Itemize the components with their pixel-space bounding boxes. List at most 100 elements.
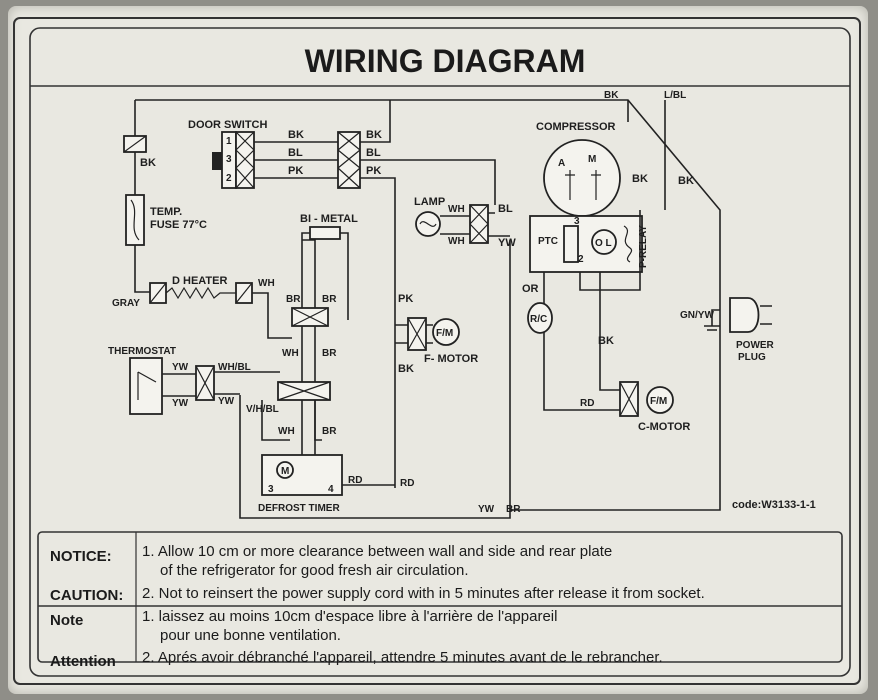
top-wire [135,99,721,511]
thermostat [129,357,163,415]
ptc [563,225,579,263]
d-heater-label: D HEATER [172,275,227,287]
outer-frame [13,17,861,685]
notice-line-1: 1. Allow 10 cm or more clearance between… [142,543,612,560]
note-label: Note [50,612,83,629]
svg-text:BR: BR [322,348,337,359]
lamp-label: LAMP [414,196,445,208]
code-label: code:W3133-1-1 [732,499,816,511]
svg-text:BK: BK [140,157,156,169]
svg-text:YW: YW [218,396,235,407]
defrost-timer-label: DEFROST TIMER [258,503,340,514]
svg-text:BR: BR [322,294,337,305]
svg-text:PK: PK [288,165,303,177]
c-motor-label: C-MOTOR [638,421,690,433]
f-motor [432,318,460,346]
svg-text:O L: O L [595,238,612,249]
svg-text:BR: BR [506,504,521,515]
svg-text:R/C: R/C [530,314,547,325]
attention-label: Attention [50,653,116,670]
svg-text:WH: WH [448,236,465,247]
svg-text:GRAY: GRAY [112,298,140,309]
relay-box [529,215,643,273]
svg-text:BK: BK [604,90,619,101]
notice-line-3: 1. laissez au moins 10cm d'espace libre … [142,608,557,625]
svg-text:BK: BK [632,173,648,185]
notice-line-1b: of the refrigerator for good fresh air c… [160,562,468,579]
svg-text:A: A [558,158,565,169]
svg-text:BL: BL [288,147,303,159]
svg-text:1: 1 [226,136,232,147]
svg-text:RD: RD [400,478,414,489]
diagram-title: WIRING DIAGRAM [305,43,586,79]
svg-text:2: 2 [226,173,232,184]
svg-text:PK: PK [398,293,413,305]
bimetal [309,226,341,240]
svg-text:WH: WH [448,204,465,215]
svg-text:3: 3 [574,216,580,227]
notice-panel [37,531,843,663]
wiring-label-sticker [8,6,868,694]
caution-label: CAUTION: [50,587,123,604]
svg-text:YW: YW [478,504,495,515]
svg-text:F/M: F/M [650,396,667,407]
svg-text:BR: BR [322,426,337,437]
svg-text:M: M [588,154,596,165]
notice-line-4: 2. Aprés avoir débranché l'appareil, att… [142,649,663,666]
svg-text:WH/BL: WH/BL [218,362,251,373]
svg-text:RD: RD [580,398,594,409]
svg-text:BK: BK [366,129,382,141]
svg-text:PLUG: PLUG [738,352,766,363]
svg-text:M: M [281,466,289,477]
svg-text:BL: BL [498,203,513,215]
defrost-timer [261,454,343,496]
svg-text:3: 3 [226,154,232,165]
svg-text:RD: RD [348,475,362,486]
svg-text:PK: PK [366,165,381,177]
svg-text:WH: WH [278,426,295,437]
svg-text:BK: BK [678,175,694,187]
svg-text:BR: BR [286,294,301,305]
c-motor [646,386,674,414]
svg-text:YW: YW [498,237,516,249]
door-switch-label: DOOR SWITCH [188,119,267,131]
svg-text:BK: BK [288,129,304,141]
svg-text:BK: BK [598,335,614,347]
p-relay-label: P-RELAY [638,225,649,268]
svg-text:OR: OR [522,283,539,295]
svg-text:GN/YW: GN/YW [680,310,714,321]
temp-fuse-label: TEMP. [150,206,182,218]
svg-text:WH: WH [282,348,299,359]
svg-text:BK: BK [398,363,414,375]
svg-text:YW: YW [172,362,189,373]
ptc-label: PTC [538,236,558,247]
inner-frame [29,27,851,677]
svg-text:L/BL: L/BL [664,90,686,101]
d-heater [165,286,236,300]
notice-line-3b: pour une bonne ventilation. [160,627,341,644]
notice-line-2: 2. Not to reinsert the power supply cord… [142,585,705,602]
svg-text:YW: YW [172,398,189,409]
compressor [543,139,621,217]
power-plug [729,297,760,333]
p-relay [623,225,633,263]
compressor-label: COMPRESSOR [536,121,616,133]
thermostat-label: THERMOSTAT [108,346,176,357]
svg-text:2: 2 [578,254,584,265]
bimetal-label: BI - METAL [300,213,358,225]
svg-text:BL: BL [366,147,381,159]
svg-text:F/M: F/M [436,328,453,339]
f-motor-label: F- MOTOR [424,353,478,365]
lamp-connector [469,204,489,244]
run-capacitor [527,302,553,334]
temp-fuse [125,194,145,246]
svg-text:WH: WH [258,278,275,289]
svg-text:4: 4 [328,484,334,495]
svg-text:FUSE 77°C: FUSE 77°C [150,219,207,231]
power-plug-label: POWER [736,340,775,351]
notice-label: NOTICE: [50,548,112,565]
overload [591,229,617,255]
svg-text:3: 3 [268,484,274,495]
bottom-wire [239,240,511,519]
